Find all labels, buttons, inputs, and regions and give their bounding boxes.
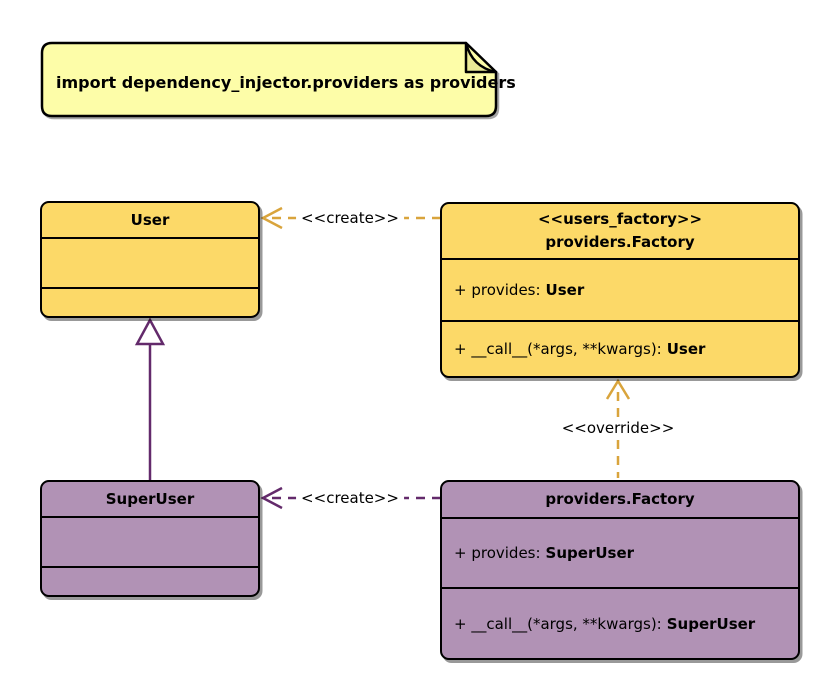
call-label: + __call__(*args, **kwargs):	[454, 340, 662, 358]
provides-label: + provides:	[454, 281, 541, 299]
class-users-factory-header: <<users_factory>> providers.Factory	[442, 204, 798, 260]
class-user-title: User	[42, 203, 258, 239]
class-superuser-factory: providers.Factory + provides: SuperUser …	[440, 480, 800, 660]
call-type: User	[666, 340, 706, 358]
class-users-factory-stereotype: <<users_factory>>	[537, 210, 703, 228]
class-superuser-title: SuperUser	[42, 482, 258, 518]
inheritance-arrow	[134, 317, 166, 480]
create-user-label: <<create>>	[296, 209, 404, 227]
call-label: + __call__(*args, **kwargs):	[454, 614, 662, 633]
class-superuser: SuperUser	[40, 480, 260, 597]
class-superuser-factory-call: + __call__(*args, **kwargs): SuperUser	[442, 589, 798, 658]
class-user-fields-compartment	[42, 239, 258, 289]
class-user-methods-compartment	[42, 289, 258, 316]
call-type: SuperUser	[666, 614, 756, 633]
class-user: User	[40, 201, 260, 318]
create-superuser-label: <<create>>	[296, 489, 404, 507]
class-users-factory: <<users_factory>> providers.Factory + pr…	[440, 202, 800, 378]
class-users-factory-call: + __call__(*args, **kwargs): User	[442, 322, 798, 376]
provides-type: SuperUser	[545, 544, 635, 562]
class-users-factory-title: providers.Factory	[545, 233, 695, 251]
note-fold-icon	[464, 41, 498, 74]
class-superuser-factory-provides: + provides: SuperUser	[442, 519, 798, 589]
class-superuser-methods-compartment	[42, 568, 258, 595]
note-shape	[40, 41, 498, 118]
provides-label: + provides:	[454, 544, 541, 562]
import-note: import dependency_injector.providers as …	[40, 41, 516, 119]
provides-type: User	[545, 281, 585, 299]
class-superuser-fields-compartment	[42, 518, 258, 568]
override-label: <<override>>	[556, 419, 680, 437]
note-text: import dependency_injector.providers as …	[56, 72, 516, 92]
class-superuser-factory-title: providers.Factory	[442, 482, 798, 519]
class-users-factory-provides: + provides: User	[442, 260, 798, 322]
